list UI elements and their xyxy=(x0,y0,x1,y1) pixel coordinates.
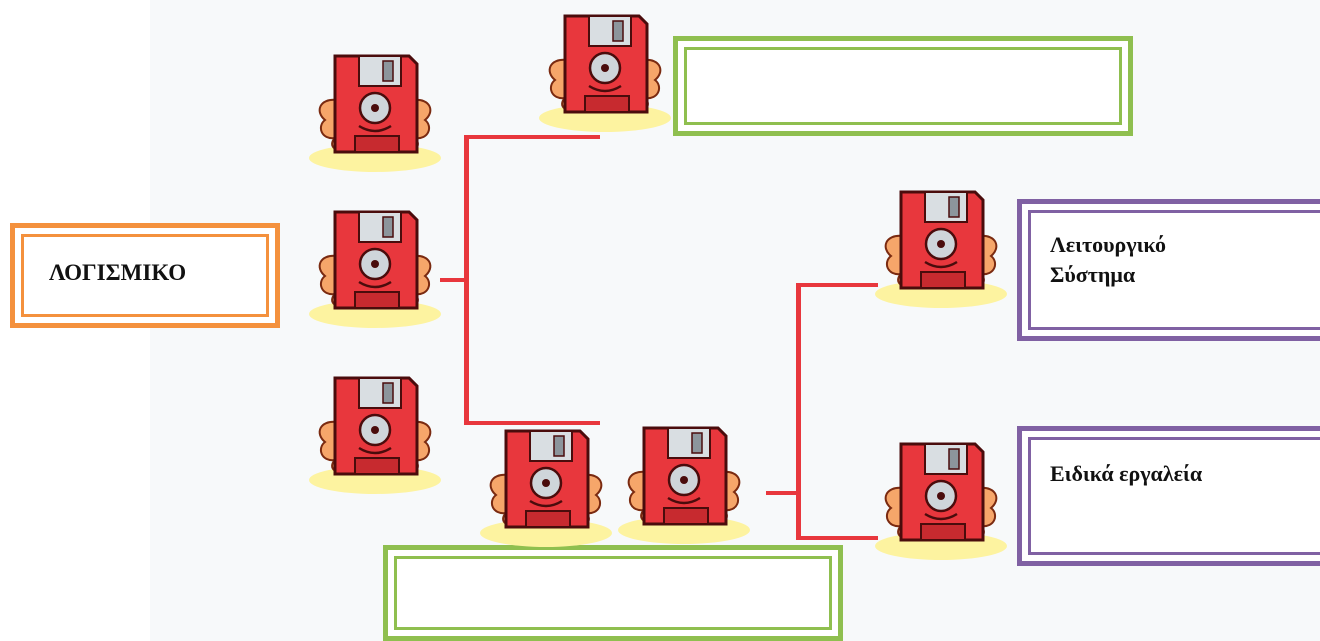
child-tools-label: Ειδικά εργαλεία xyxy=(1050,459,1202,489)
child-box-operating-system: Λειτουργικό Σύστημα xyxy=(1017,199,1320,341)
branch-box-bottom-empty xyxy=(383,545,843,641)
child-os-label-line-1: Λειτουργικό xyxy=(1050,230,1166,260)
floppy-disk-mascot-icon xyxy=(297,196,447,331)
child-box-special-tools: Ειδικά εργαλεία xyxy=(1017,426,1320,566)
branch-box-top-empty xyxy=(673,36,1133,136)
connector-mid-stub xyxy=(766,491,800,495)
connector-left-trunk xyxy=(464,135,469,425)
connector-to-top-branch xyxy=(464,135,600,139)
floppy-disk-mascot-icon xyxy=(297,40,447,175)
root-label: ΛΟΓΙΣΜΙΚΟ xyxy=(49,258,186,288)
floppy-disk-mascot-icon xyxy=(297,362,447,497)
child-os-label-line-2: Σύστημα xyxy=(1050,260,1166,290)
root-box: ΛΟΓΙΣΜΙΚΟ xyxy=(10,223,280,328)
floppy-disk-mascot-icon xyxy=(863,176,1013,311)
floppy-disk-mascot-icon xyxy=(468,415,618,550)
floppy-disk-mascot-icon xyxy=(606,412,756,547)
branch-box-bottom-inner-frame xyxy=(394,556,832,630)
child-box-tools-inner-frame xyxy=(1028,437,1320,555)
branch-box-top-inner-frame xyxy=(684,47,1122,125)
floppy-disk-mascot-icon xyxy=(527,0,677,135)
floppy-disk-mascot-icon xyxy=(863,428,1013,563)
child-os-label: Λειτουργικό Σύστημα xyxy=(1050,230,1166,290)
connector-right-trunk xyxy=(796,283,801,540)
